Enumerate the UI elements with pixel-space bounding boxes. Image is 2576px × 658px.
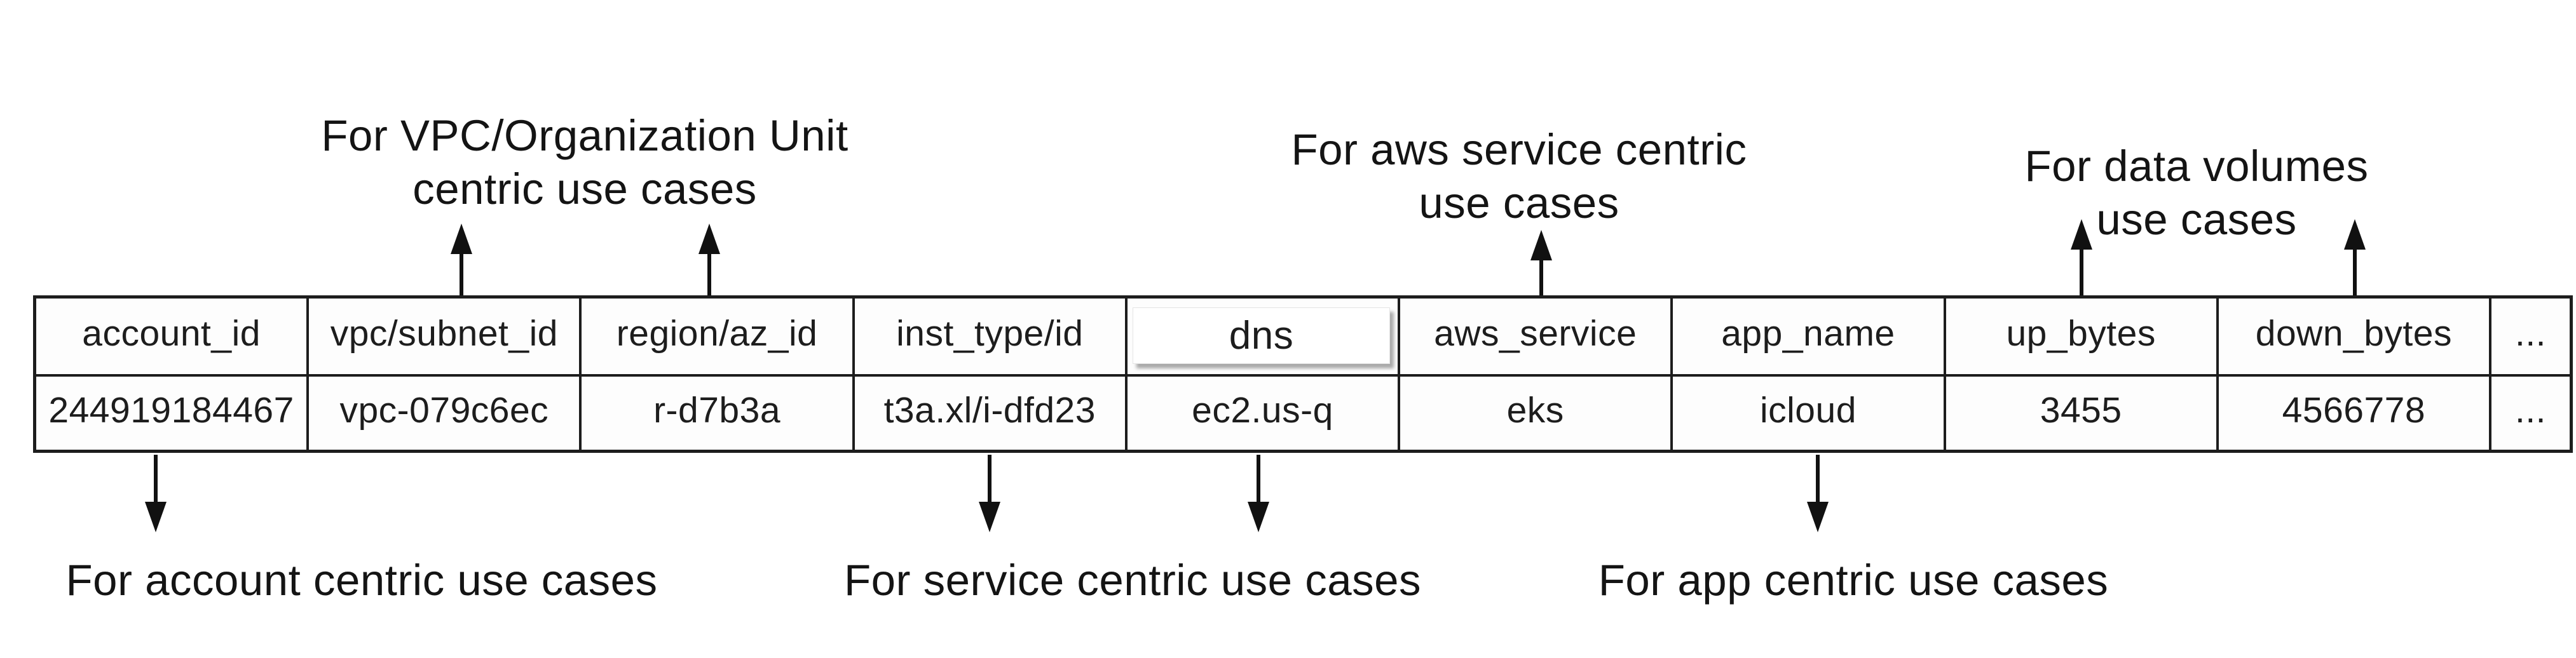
header-cell-vpc-subnet-id: vpc/subnet_id: [309, 299, 582, 377]
up-arrow-vpc-subnet: [450, 224, 473, 295]
up-arrow-aws-service: [1530, 230, 1553, 295]
value-cell-region-az-id: r-d7b3a: [582, 377, 855, 450]
label-service-centric: For service centric use cases: [844, 556, 1421, 605]
label-aws-service-centric: For aws service centric use cases: [1291, 125, 1747, 227]
header-cell-dns: dns: [1127, 299, 1401, 377]
value-cell-app-name: icloud: [1673, 377, 1946, 450]
flow-record-table: account_id vpc/subnet_id region/az_id in…: [33, 295, 2573, 453]
value-cell-inst-type-id: t3a.xl/i-dfd23: [855, 377, 1128, 450]
value-cell-dns: ec2.us-q: [1128, 377, 1401, 450]
value-cell-more: ...: [2514, 389, 2546, 431]
label-data-volumes: For data volumes use cases: [2024, 142, 2369, 244]
dns-highlight-box: dns: [1132, 307, 1391, 364]
up-arrow-region-az: [698, 224, 721, 295]
header-cell-aws-service: aws_service: [1400, 299, 1673, 377]
value-cell-vpc-subnet-id: vpc-079c6ec: [309, 377, 582, 450]
down-arrow-app-name: [1806, 455, 1829, 532]
value-cell-down-bytes: 4566778: [2219, 377, 2491, 450]
up-arrow-up-bytes: [2070, 219, 2093, 295]
down-arrow-dns: [1247, 455, 1270, 532]
label-vpc-ou-centric: For VPC/Organization Unit centric use ca…: [321, 111, 848, 213]
header-cell-down-bytes: down_bytes: [2218, 299, 2491, 377]
header-cell-region-az-id: region/az_id: [582, 299, 855, 377]
label-app-centric: For app centric use cases: [1598, 556, 2109, 605]
value-cell-account-id: 244919184467: [36, 377, 310, 450]
header-cell-account-id: account_id: [36, 299, 310, 377]
down-arrow-inst-type: [978, 455, 1001, 532]
header-cell-up-bytes: up_bytes: [1946, 299, 2219, 377]
label-account-centric: For account centric use cases: [65, 556, 658, 605]
up-arrow-down-bytes: [2343, 219, 2366, 295]
header-cell-more: ...: [2491, 299, 2570, 377]
value-cell-up-bytes: 3455: [1946, 377, 2219, 450]
down-arrow-account-id: [144, 455, 167, 532]
value-cell-aws-service: eks: [1400, 377, 1673, 450]
header-cell-inst-type-id: inst_type/id: [854, 299, 1128, 377]
header-cell-app-name: app_name: [1673, 299, 1946, 377]
